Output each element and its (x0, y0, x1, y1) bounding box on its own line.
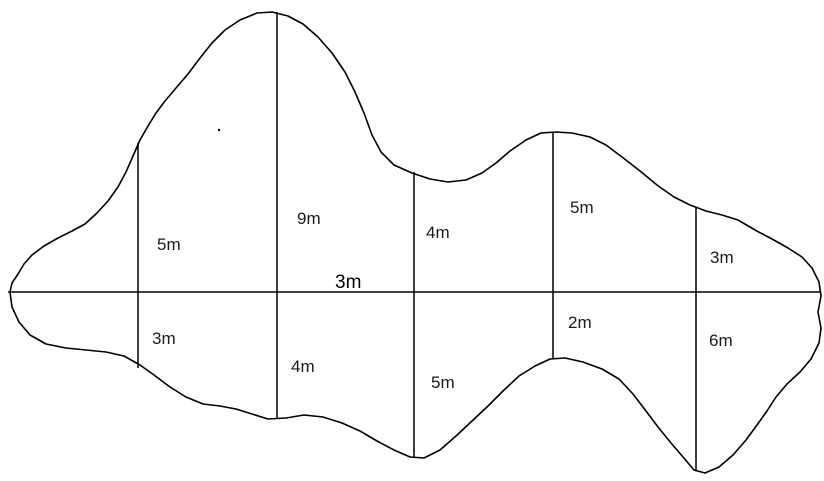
offset-below-label-3: 5m (431, 373, 455, 392)
plot-boundary (9, 11, 822, 474)
offset-below-label-5: 6m (709, 331, 733, 350)
stray-dot (217, 128, 221, 132)
offset-above-label-2: 9m (297, 209, 321, 228)
offset-above-label-1: 5m (157, 235, 181, 254)
offset-below-label-4: 2m (568, 313, 592, 332)
offset-below-label-1: 3m (152, 329, 176, 348)
base-spacing-label: 3m (335, 272, 361, 293)
offset-below-label-2: 4m (291, 357, 315, 376)
offset-above-label-3: 4m (426, 223, 450, 242)
offset-above-label-4: 5m (570, 198, 594, 217)
offset-above-label-5: 3m (710, 248, 734, 267)
